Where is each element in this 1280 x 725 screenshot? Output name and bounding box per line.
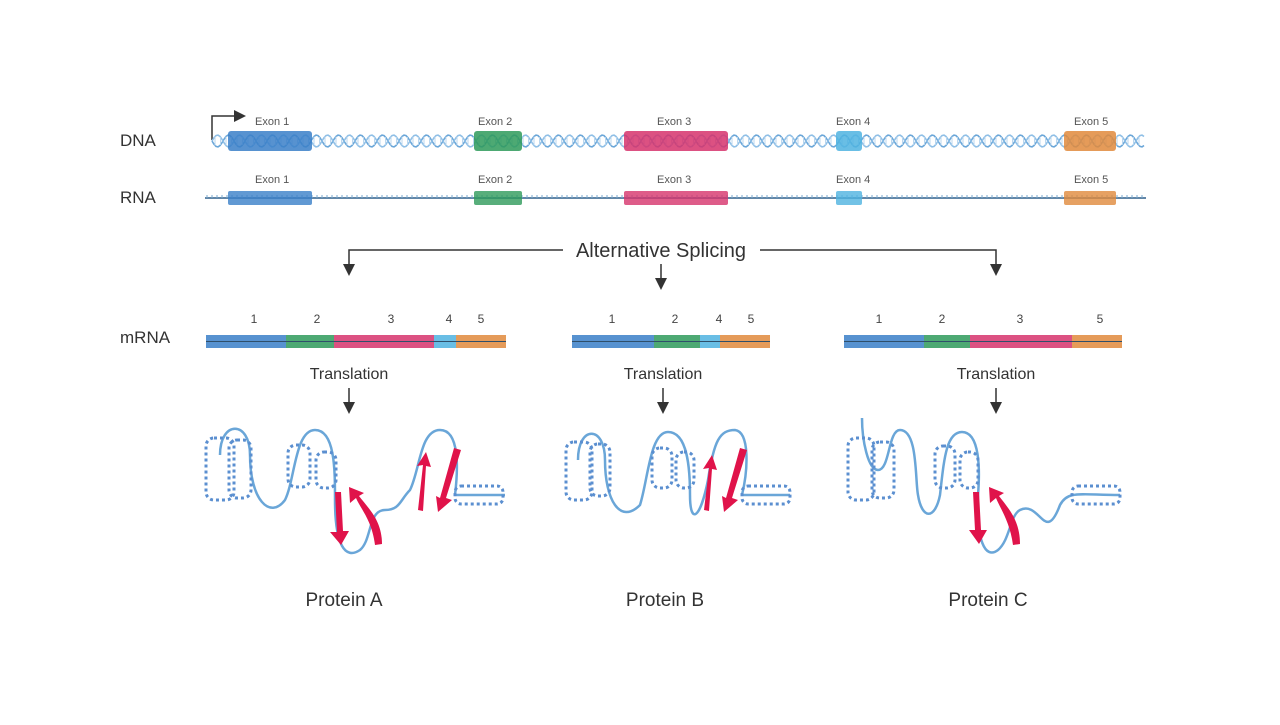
protein-c-helix-5 <box>1070 484 1122 506</box>
mrna-b-num-1: 1 <box>609 312 616 326</box>
protein-c-backbone <box>860 417 1121 554</box>
translation-label-c: Translation <box>957 366 1036 383</box>
protein-b-strand-1 <box>703 455 717 511</box>
rna-exon-3-label: Exon 3 <box>657 174 691 186</box>
rna-exon-5-label: Exon 5 <box>1074 174 1108 186</box>
mrna-isoform-a: 1 2 3 4 5 <box>206 312 506 348</box>
protein-a-strand-1 <box>330 492 349 545</box>
protein-a-strand-3 <box>417 452 431 511</box>
mrna-c-num-1: 1 <box>876 312 883 326</box>
protein-b-strand-2 <box>722 448 747 512</box>
rna-exon-2 <box>474 191 522 205</box>
dna-exon-4-label: Exon 4 <box>836 116 870 128</box>
protein-b-helix-2 <box>588 442 612 498</box>
dna-exon-1 <box>228 131 312 151</box>
protein-c-strand-2 <box>989 487 1020 545</box>
protein-b-helix-1 <box>564 440 594 502</box>
dna-exon-5-label: Exon 5 <box>1074 116 1108 128</box>
splice-arrow-left <box>343 249 563 276</box>
rna-exon-2-label: Exon 2 <box>478 174 512 186</box>
protein-a-structure <box>204 427 505 555</box>
translation-label-b: Translation <box>624 366 703 383</box>
translation-label-a: Translation <box>310 366 389 383</box>
protein-c-structure <box>846 417 1122 554</box>
rna-exon-3 <box>624 191 728 205</box>
mrna-c-num-2: 2 <box>939 312 946 326</box>
dna-exon-3-label: Exon 3 <box>657 116 691 128</box>
dna-exon-3 <box>624 131 728 151</box>
protein-a-backbone <box>218 427 505 555</box>
dna-exon-2 <box>474 131 522 151</box>
protein-a-helix-2 <box>227 438 253 500</box>
mrna-a-num-4: 4 <box>446 312 453 326</box>
promoter-arrow-icon <box>211 110 246 140</box>
mrna-c-num-5: 5 <box>1097 312 1104 326</box>
mrna-a-num-1: 1 <box>251 312 258 326</box>
protein-a-strand-2 <box>349 487 382 545</box>
mrna-isoform-b: 1 2 4 5 <box>572 312 770 348</box>
dna-exon-5 <box>1064 131 1116 151</box>
protein-b-helix-5 <box>740 484 792 506</box>
mrna-c-num-3: 3 <box>1017 312 1024 326</box>
mrna-b-num-5: 5 <box>748 312 755 326</box>
protein-b-helix-3 <box>650 446 674 490</box>
splice-arrow-right <box>760 249 1002 276</box>
protein-a-helix-3 <box>286 443 312 489</box>
mrna-isoform-c: 1 2 3 5 <box>844 312 1122 348</box>
rna-exon-5 <box>1064 191 1116 205</box>
dna-exon-1-label: Exon 1 <box>255 116 289 128</box>
rna-exon-4-label: Exon 4 <box>836 174 870 186</box>
dna-exon-2-label: Exon 2 <box>478 116 512 128</box>
mrna-a-num-5: 5 <box>478 312 485 326</box>
protein-a-label: Protein A <box>305 590 382 611</box>
rna-exon-1-label: Exon 1 <box>255 174 289 186</box>
protein-a-helix-4 <box>314 450 338 490</box>
mrna-b-num-4: 4 <box>716 312 723 326</box>
rna-ticks <box>206 195 1143 198</box>
mrna-a-num-2: 2 <box>314 312 321 326</box>
protein-c-strand-1 <box>969 492 987 544</box>
dna-label: DNA <box>120 131 157 150</box>
protein-a-helix-1 <box>204 436 236 502</box>
rna-label: RNA <box>120 188 157 207</box>
protein-c-helix-3 <box>933 444 957 490</box>
alternative-splicing-title: Alternative Splicing <box>576 240 746 262</box>
mrna-b-num-2: 2 <box>672 312 679 326</box>
dna-exon-4 <box>836 131 862 151</box>
rna-exon-4 <box>836 191 862 205</box>
protein-c-helix-1 <box>846 436 876 502</box>
mrna-a-num-3: 3 <box>388 312 395 326</box>
protein-c-helix-4 <box>958 450 980 490</box>
rna-exon-1 <box>228 191 312 205</box>
mrna-label: mRNA <box>120 328 171 347</box>
protein-c-label: Protein C <box>948 590 1027 611</box>
protein-b-structure <box>564 428 792 516</box>
protein-c-helix-2 <box>870 440 896 500</box>
protein-b-label: Protein B <box>626 590 704 611</box>
protein-b-helix-4 <box>674 450 696 490</box>
protein-a-helix-5 <box>453 484 505 506</box>
protein-a-strand-4 <box>436 448 461 512</box>
